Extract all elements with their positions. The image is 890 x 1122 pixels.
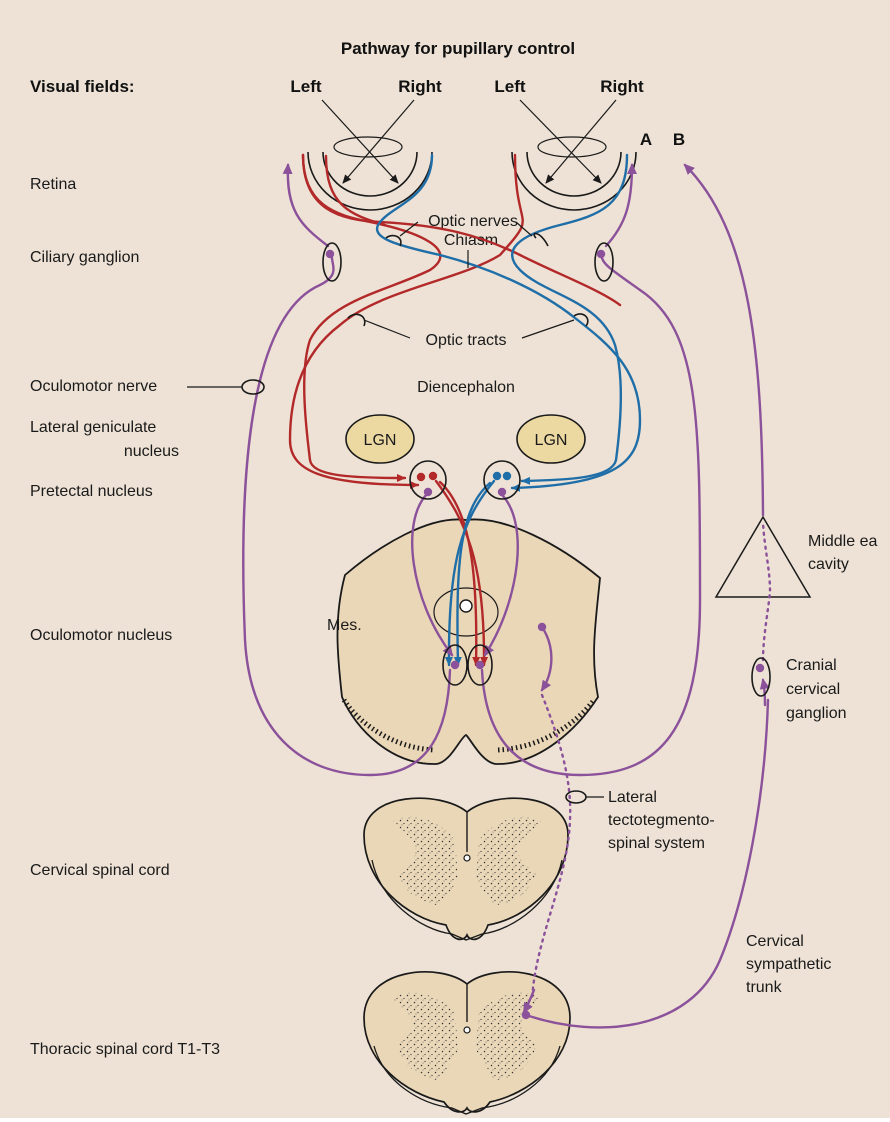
optic-nerve-marker-left	[385, 234, 402, 247]
visual-fields-label: Visual fields:	[30, 77, 135, 96]
neuron-dot	[428, 471, 438, 481]
label-lgn-line2: nucleus	[124, 443, 179, 460]
lgn-left	[345, 414, 415, 464]
left-eye-left-label: Left	[290, 77, 322, 96]
right-eye-left-label: Left	[494, 77, 526, 96]
oculomotor-nucleus-right	[467, 644, 493, 686]
label-sympathetic-line1: Cervical	[746, 933, 804, 950]
optic-tract-marker-right	[573, 313, 589, 327]
neuron-dot	[416, 472, 426, 482]
left-eye-right-label: Right	[398, 77, 442, 96]
periaqueductal-outline	[433, 587, 499, 637]
label-optic-nerves: Optic nerves	[428, 213, 518, 230]
neuron-dot	[325, 249, 335, 259]
label-retina: Retina	[30, 176, 76, 193]
neuron-dot	[423, 487, 433, 497]
label-diencephalon: Diencephalon	[417, 379, 515, 396]
label-middle-ear-line1: Middle ea	[808, 533, 877, 550]
neuron-dot	[596, 249, 606, 259]
optic-tract-marker-left	[347, 313, 366, 327]
lgn-right-label: LGN	[535, 432, 568, 449]
pretectal-nucleus-right	[483, 460, 521, 500]
blue-pathway	[375, 153, 642, 667]
lgn-left-label: LGN	[364, 432, 397, 449]
label-sympathetic-line2: sympathetic	[746, 956, 831, 973]
label-optic-tracts: Optic tracts	[426, 332, 507, 349]
red-pathway	[288, 153, 622, 667]
neuron-dot	[755, 663, 765, 673]
lgn-right	[516, 414, 586, 464]
label-cervical-spinal-cord: Cervical spinal cord	[30, 862, 170, 879]
neuron-dot	[537, 622, 547, 632]
marker-b: B	[673, 130, 685, 149]
oculomotor-nucleus-left	[442, 644, 468, 686]
neuron-dot	[475, 660, 485, 670]
right-eye	[511, 99, 637, 211]
label-oculomotor-nerve: Oculomotor nerve	[30, 378, 157, 395]
midbrain-hatch-left	[341, 698, 435, 753]
label-cranial-line1: Cranial	[786, 657, 837, 674]
label-lateral-line2: tectotegmento-	[608, 812, 715, 829]
midbrain-section	[336, 518, 601, 765]
ciliary-ganglion-right	[594, 242, 614, 282]
neuron-dot	[492, 471, 502, 481]
neuron-dot	[521, 1010, 531, 1020]
marker-a: A	[640, 130, 652, 149]
midbrain-hatch-right	[497, 698, 596, 753]
label-chiasm: Chiasm	[444, 232, 498, 249]
label-thoracic-spinal-cord: Thoracic spinal cord T1-T3	[30, 1041, 220, 1058]
label-lgn-line1: Lateral geniculate	[30, 419, 156, 436]
label-oculomotor-nucleus: Oculomotor nucleus	[30, 627, 172, 644]
neuron-dot	[497, 487, 507, 497]
pretectal-nucleus-left	[409, 460, 447, 500]
neuron-dot	[502, 471, 512, 481]
right-eye-right-label: Right	[600, 77, 644, 96]
purple-pathway	[242, 163, 772, 1029]
cerebral-aqueduct	[459, 599, 473, 613]
label-lateral-line3: spinal system	[608, 835, 705, 852]
label-ciliary-ganglion: Ciliary ganglion	[30, 249, 139, 266]
label-sympathetic-line3: trunk	[746, 979, 783, 996]
optic-nerve-marker-right	[533, 232, 549, 247]
ciliary-ganglion-left	[322, 242, 342, 282]
mes-label: Mes.	[327, 617, 362, 634]
figure-title: Pathway for pupillary control	[341, 39, 575, 58]
label-cranial-line2: cervical	[786, 681, 840, 698]
thoracic-spinal-cord	[363, 971, 571, 1115]
cranial-cervical-ganglion	[751, 657, 771, 697]
middle-ear-cavity	[714, 515, 812, 598]
cervical-spinal-cord	[363, 797, 569, 941]
label-pretectal-nucleus: Pretectal nucleus	[30, 483, 153, 500]
label-lateral-line1: Lateral	[608, 789, 657, 806]
neuron-dot	[450, 660, 460, 670]
label-middle-ear-line2: cavity	[808, 556, 849, 573]
label-cranial-line3: ganglion	[786, 705, 847, 722]
